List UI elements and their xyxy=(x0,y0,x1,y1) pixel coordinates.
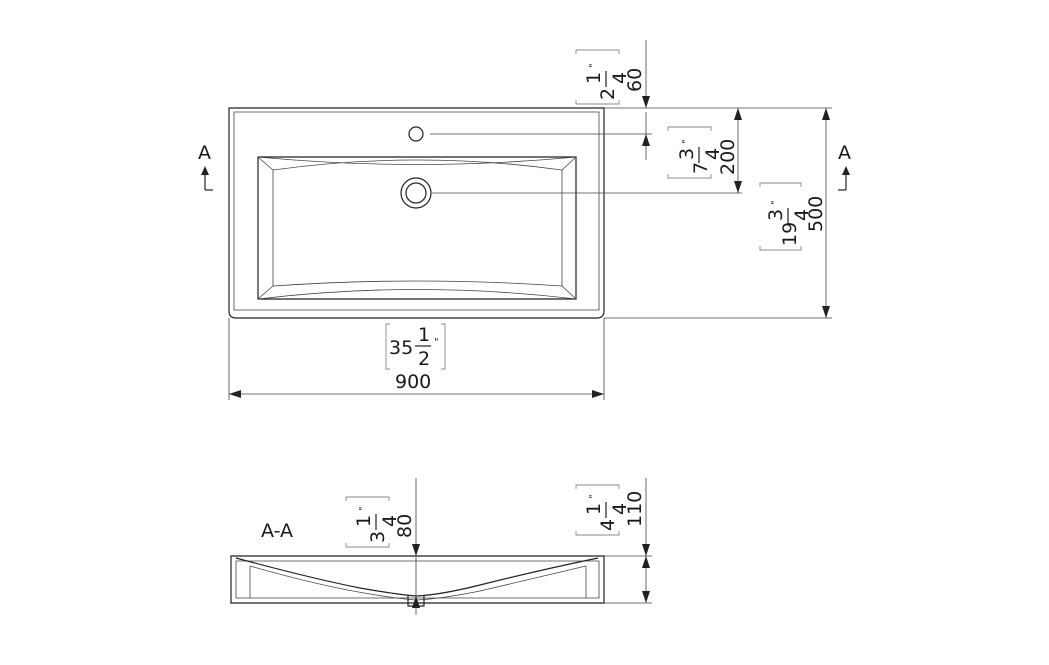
basin-depth-dimension: 80 3 1 4 " xyxy=(345,496,420,608)
height-dimension: 110 4 1 4 " xyxy=(575,478,650,603)
width-inch-den: 2 xyxy=(418,348,430,370)
bowl-bottom-curve xyxy=(257,289,577,300)
basin-depth-mm-label: 80 xyxy=(394,514,416,538)
bowl-corner-tr xyxy=(561,156,577,171)
section-marker-right: A xyxy=(838,142,851,191)
section-marker-left-label: A xyxy=(198,142,211,164)
rim-inch-bracket xyxy=(575,49,620,105)
rim-inch-mark: " xyxy=(588,63,599,68)
basin-outer-inner-edge xyxy=(233,111,600,311)
height-mm-label: 110 xyxy=(624,491,646,527)
bowl-inner-floor xyxy=(272,159,563,287)
height-inch-mark: " xyxy=(588,494,599,499)
basin-outer-outline xyxy=(228,107,605,319)
height-inch-num: 1 xyxy=(583,503,605,515)
drain-offset-inch-den: 4 xyxy=(702,148,724,160)
rim-mm-label: 60 xyxy=(624,68,646,92)
depth-mm-label: 500 xyxy=(805,196,827,232)
depth-inch-whole: 19 xyxy=(779,222,801,246)
tap-hole xyxy=(408,126,424,142)
basin-depth-inch-den: 4 xyxy=(379,515,401,527)
depth-inch-den: 4 xyxy=(791,209,813,221)
bowl-corner-br xyxy=(561,285,577,300)
bowl-corner-tl xyxy=(257,156,274,171)
section-outer-profile-inner xyxy=(235,560,600,599)
width-dimension: 900 35 1 2 " xyxy=(229,323,604,398)
section-outer-profile xyxy=(230,555,605,604)
section-marker-right-label: A xyxy=(838,142,851,164)
height-inch-bracket xyxy=(575,484,620,536)
rim-dimension: 60 2 1 4 " xyxy=(575,40,650,108)
bowl-corner-bl xyxy=(257,285,274,300)
section-marker-left: A xyxy=(198,142,213,191)
drain-outer xyxy=(400,177,432,209)
rim-inch-whole: 2 xyxy=(597,88,619,100)
basin-depth-inch-mark: " xyxy=(358,506,369,511)
drain-offset-inch-bracket xyxy=(667,126,712,179)
bowl-top-curve xyxy=(257,156,577,165)
drain-offset-inch-whole: 7 xyxy=(690,162,712,174)
width-mm-label: 900 xyxy=(395,371,431,393)
drain-offset-inch-mark: " xyxy=(681,139,692,144)
basin-depth-inch-num: 1 xyxy=(353,515,375,527)
depth-inch-mark: " xyxy=(770,200,781,205)
drain-offset-inch-num: 3 xyxy=(676,148,698,160)
depth-dimension: 500 19 3 4 " xyxy=(759,108,830,318)
width-inch-bracket xyxy=(385,323,446,370)
rim-inch-num: 1 xyxy=(583,72,605,84)
width-inch-mark: " xyxy=(434,337,439,348)
height-inch-den: 4 xyxy=(609,503,631,515)
rim-inch-den: 4 xyxy=(609,72,631,84)
depth-inch-bracket xyxy=(759,182,802,251)
drain-inner xyxy=(405,182,427,204)
drain-offset-dimension: 200 7 3 4 " xyxy=(642,108,742,193)
basin-depth-inch-whole: 3 xyxy=(367,531,389,543)
width-inch-num: 1 xyxy=(418,324,430,346)
height-inch-whole: 4 xyxy=(597,519,619,531)
section-view: A-A xyxy=(230,478,652,615)
basin-depth-inch-bracket xyxy=(345,496,390,548)
depth-inch-num: 3 xyxy=(765,209,787,221)
drain-offset-mm-label: 200 xyxy=(717,139,739,175)
top-view xyxy=(228,107,832,400)
section-label: A-A xyxy=(261,520,293,542)
width-inch-whole: 35 xyxy=(389,337,413,359)
